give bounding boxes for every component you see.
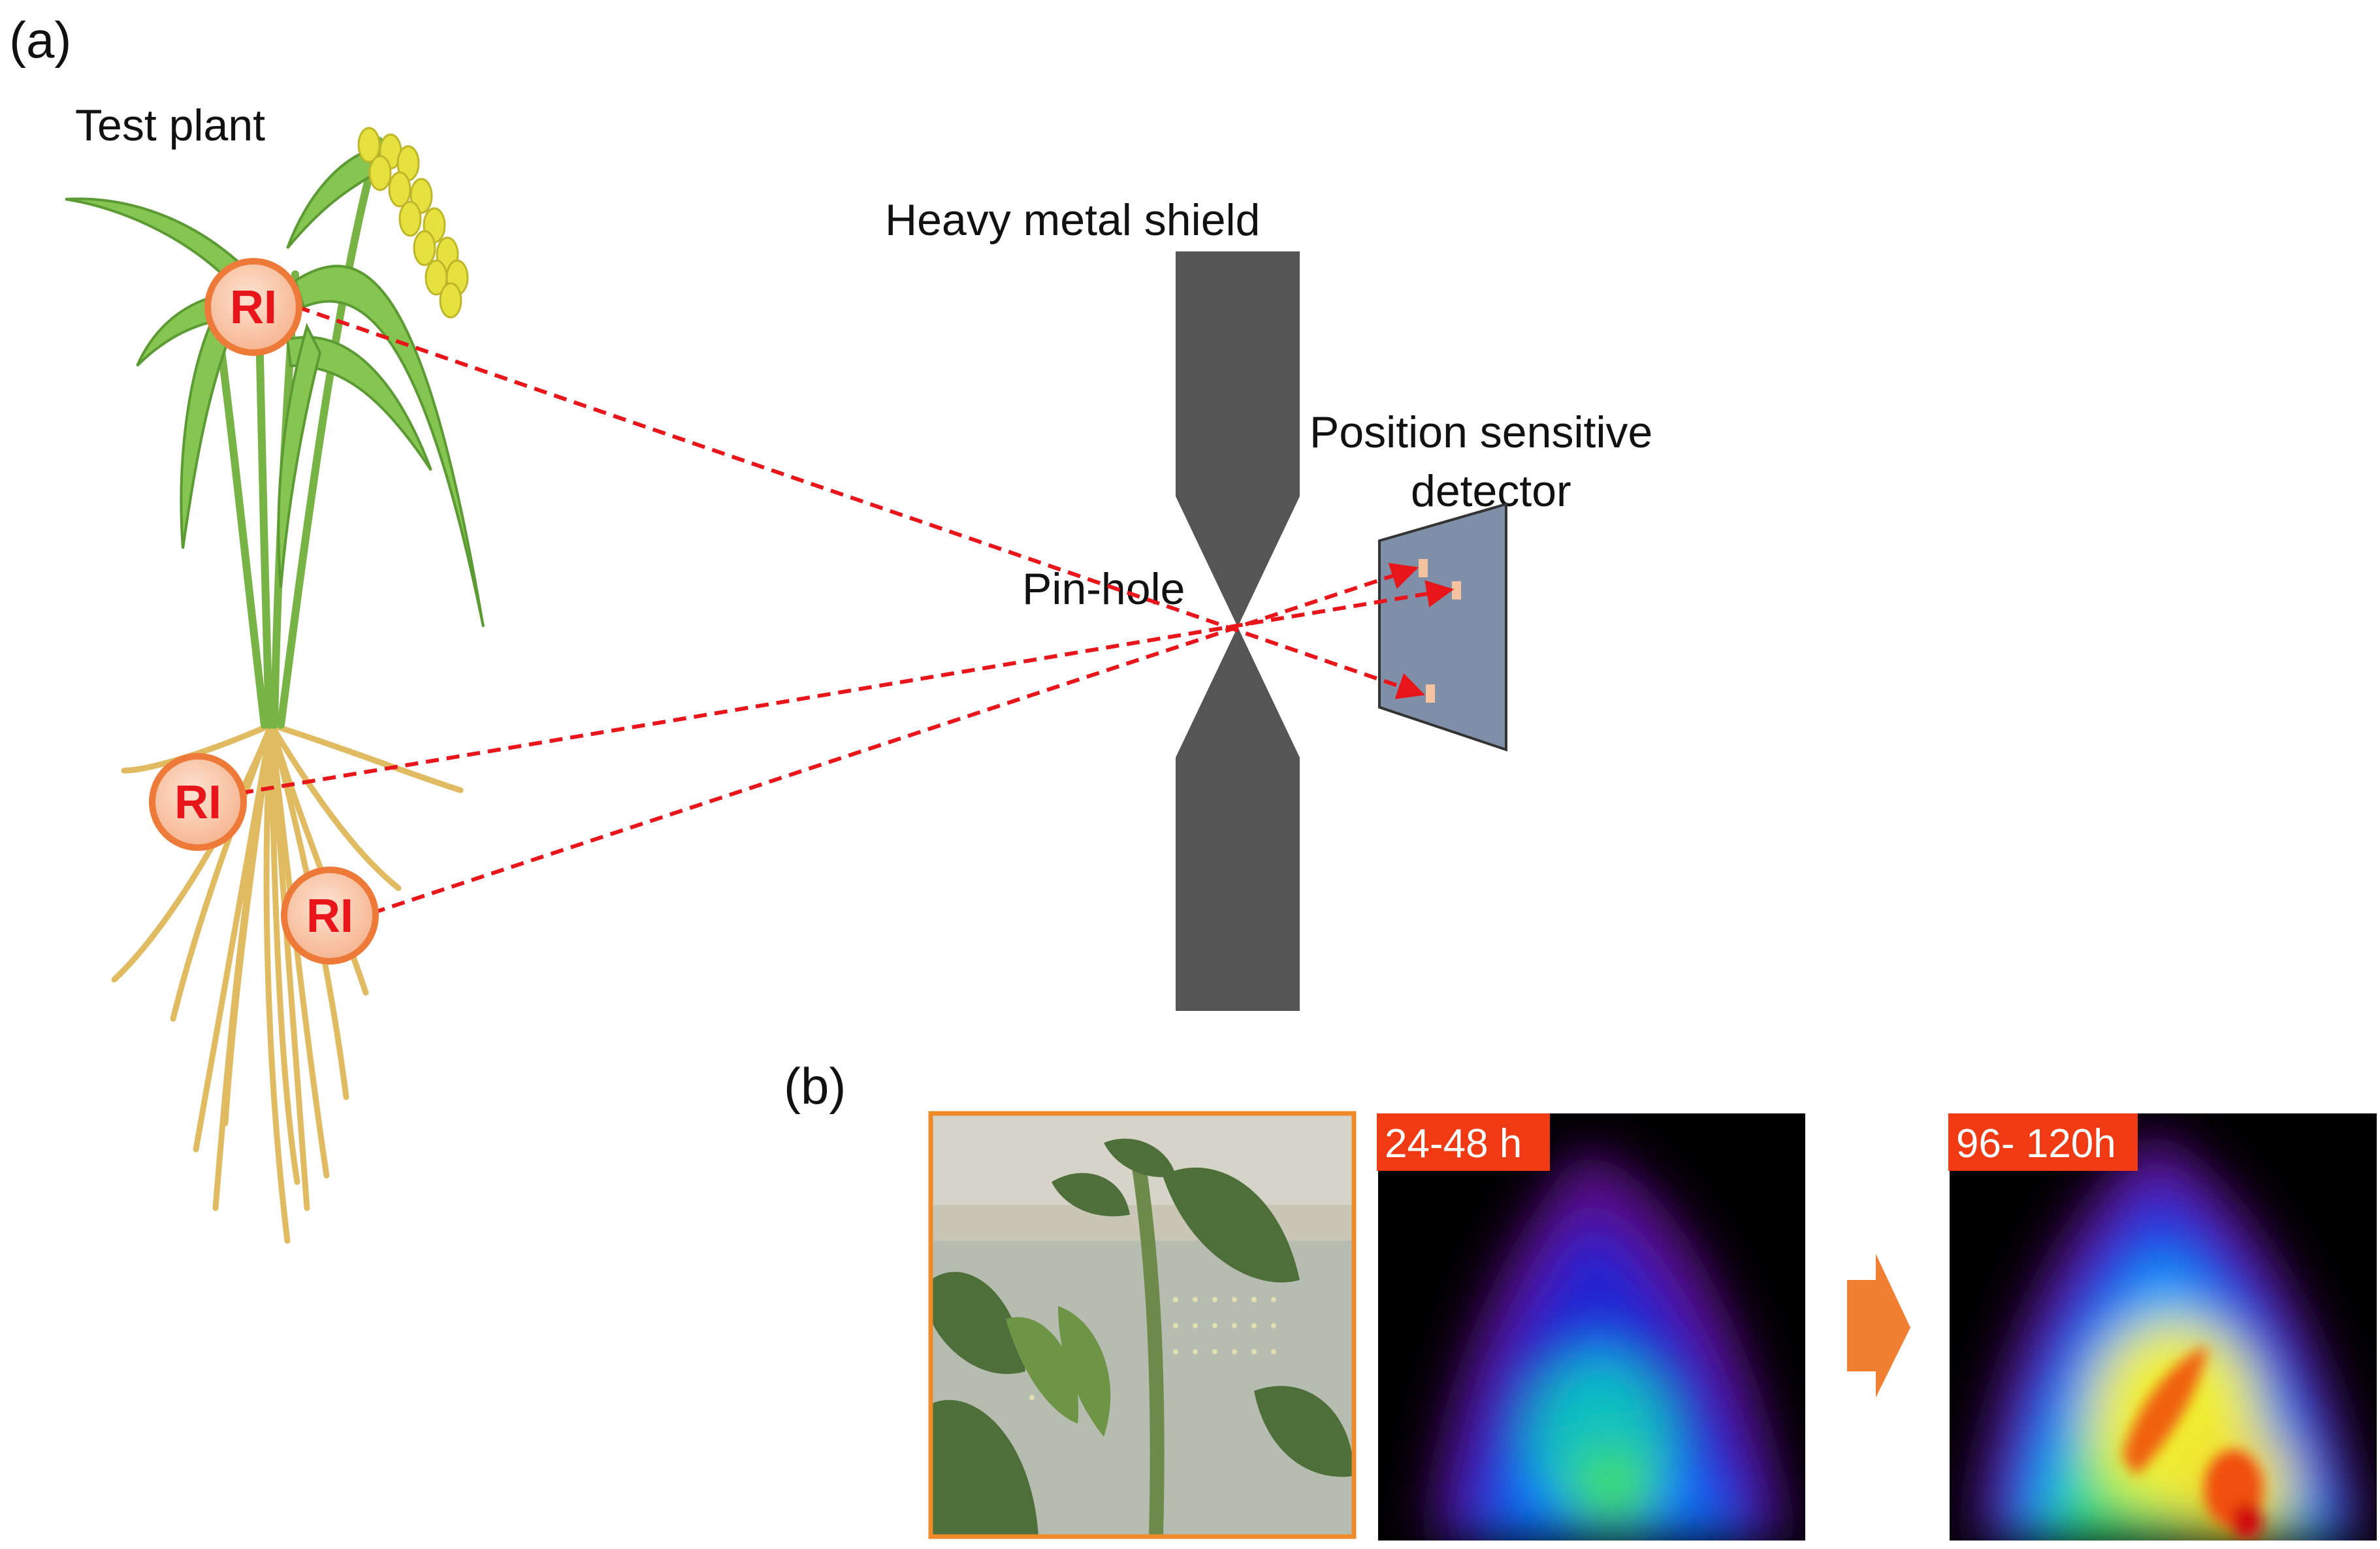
shield-upper-block — [1176, 251, 1300, 496]
test-plant-label: Test plant — [75, 101, 265, 150]
time-label-24-48h-text: 24-48 h — [1385, 1121, 1522, 1166]
ray-from-middle-source — [199, 580, 1455, 802]
rice-grains — [357, 127, 469, 319]
autoradiograph-96-120h — [1950, 1113, 2377, 1541]
shield-label: Heavy metal shield — [885, 195, 1260, 245]
heavy-metal-shield — [1176, 251, 1300, 1011]
shield-upper-cone — [1176, 496, 1300, 627]
shield-lower-cone — [1176, 627, 1300, 758]
ri-source-middle: RI — [149, 753, 247, 851]
ri-source-bottom: RI — [281, 867, 379, 965]
ri-source-top: RI — [204, 258, 302, 356]
ri-source-middle-text: RI — [174, 776, 221, 829]
time-label-24-48h: 24-48 h — [1377, 1113, 1550, 1171]
soybean-plant-photo — [931, 1113, 1354, 1537]
panel-b-label: (b) — [784, 1057, 846, 1115]
detector-hit-spots — [1419, 559, 1461, 703]
ri-source-bottom-text: RI — [306, 890, 353, 942]
plant-leaves — [65, 145, 485, 628]
pinhole-label: Pin-hole — [1022, 564, 1185, 614]
time-label-96-120h: 96- 120h — [1948, 1113, 2138, 1171]
ri-source-top-text: RI — [230, 281, 277, 334]
ray-from-bottom-source — [372, 562, 1419, 915]
shield-lower-block — [1176, 758, 1300, 1011]
position-sensitive-detector — [1378, 502, 1507, 752]
gamma-ray-paths — [199, 305, 1455, 915]
photo-frame — [928, 1111, 1357, 1539]
time-label-96-120h-text: 96- 120h — [1956, 1121, 2116, 1166]
autoradiograph-24-48h — [1378, 1113, 1805, 1541]
detector-label-line1: Position sensitive — [1310, 407, 1652, 457]
progression-arrow-icon — [1847, 1254, 1910, 1397]
panel-a-label: (a) — [9, 11, 71, 69]
